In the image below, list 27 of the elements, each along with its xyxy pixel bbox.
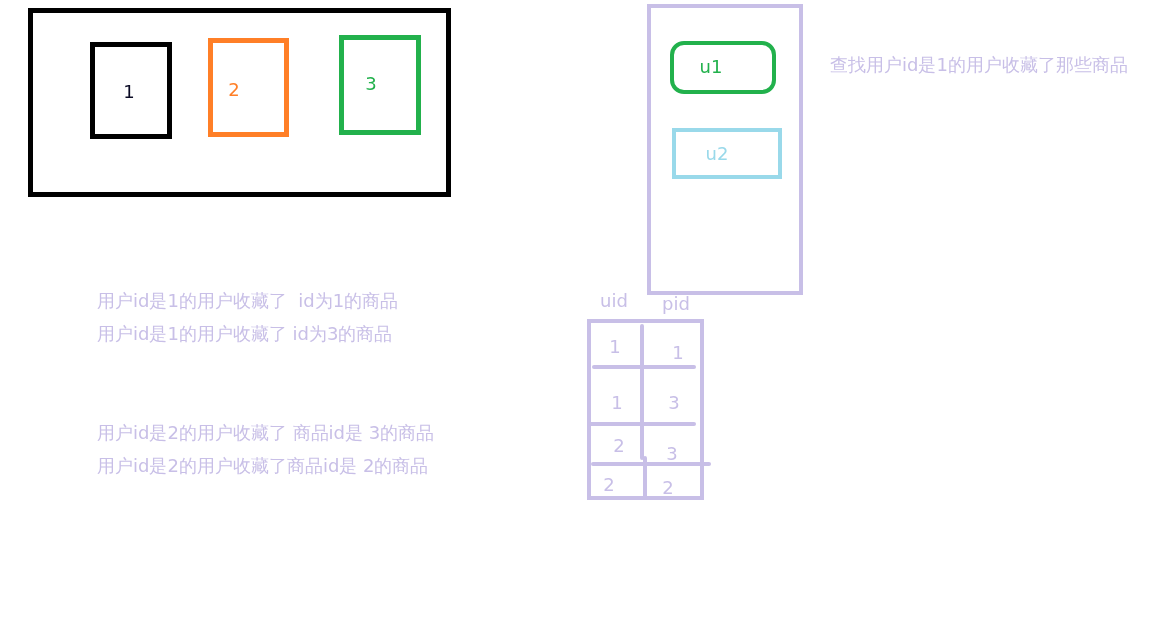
table-value: 1 xyxy=(609,336,621,358)
user-frame xyxy=(672,128,782,179)
question-text: 查找用户id是1的用户收藏了那些商品 xyxy=(830,54,1128,76)
outer-frame xyxy=(28,8,451,197)
user-frame xyxy=(670,41,776,94)
column-header: uid xyxy=(600,290,628,312)
column-header: pid xyxy=(662,293,690,315)
numbered-frame xyxy=(90,42,172,139)
note-text: 用户id是2的用户收藏了 商品id是 3的商品 xyxy=(97,422,435,444)
table-value: 2 xyxy=(613,435,625,457)
user-panel xyxy=(647,4,803,295)
numbered-frame xyxy=(339,35,421,135)
node-label: u1 xyxy=(699,56,723,78)
node-label: u2 xyxy=(705,143,729,165)
node-label: 1 xyxy=(123,81,135,103)
node-label: 3 xyxy=(365,73,377,95)
table-value: 3 xyxy=(666,443,678,465)
numbered-frame xyxy=(208,38,289,137)
table-value: 1 xyxy=(611,392,623,414)
note-text: 用户id是2的用户收藏了商品id是 2的商品 xyxy=(97,455,429,477)
note-text: 用户id是1的用户收藏了 id为1的商品 xyxy=(97,290,399,312)
table-value: 2 xyxy=(603,474,615,496)
node-label: 2 xyxy=(228,79,240,101)
table-value: 1 xyxy=(672,342,684,364)
note-text: 用户id是1的用户收藏了 id为3的商品 xyxy=(97,323,393,345)
table-value: 2 xyxy=(662,477,674,499)
table-value: 3 xyxy=(668,392,680,414)
